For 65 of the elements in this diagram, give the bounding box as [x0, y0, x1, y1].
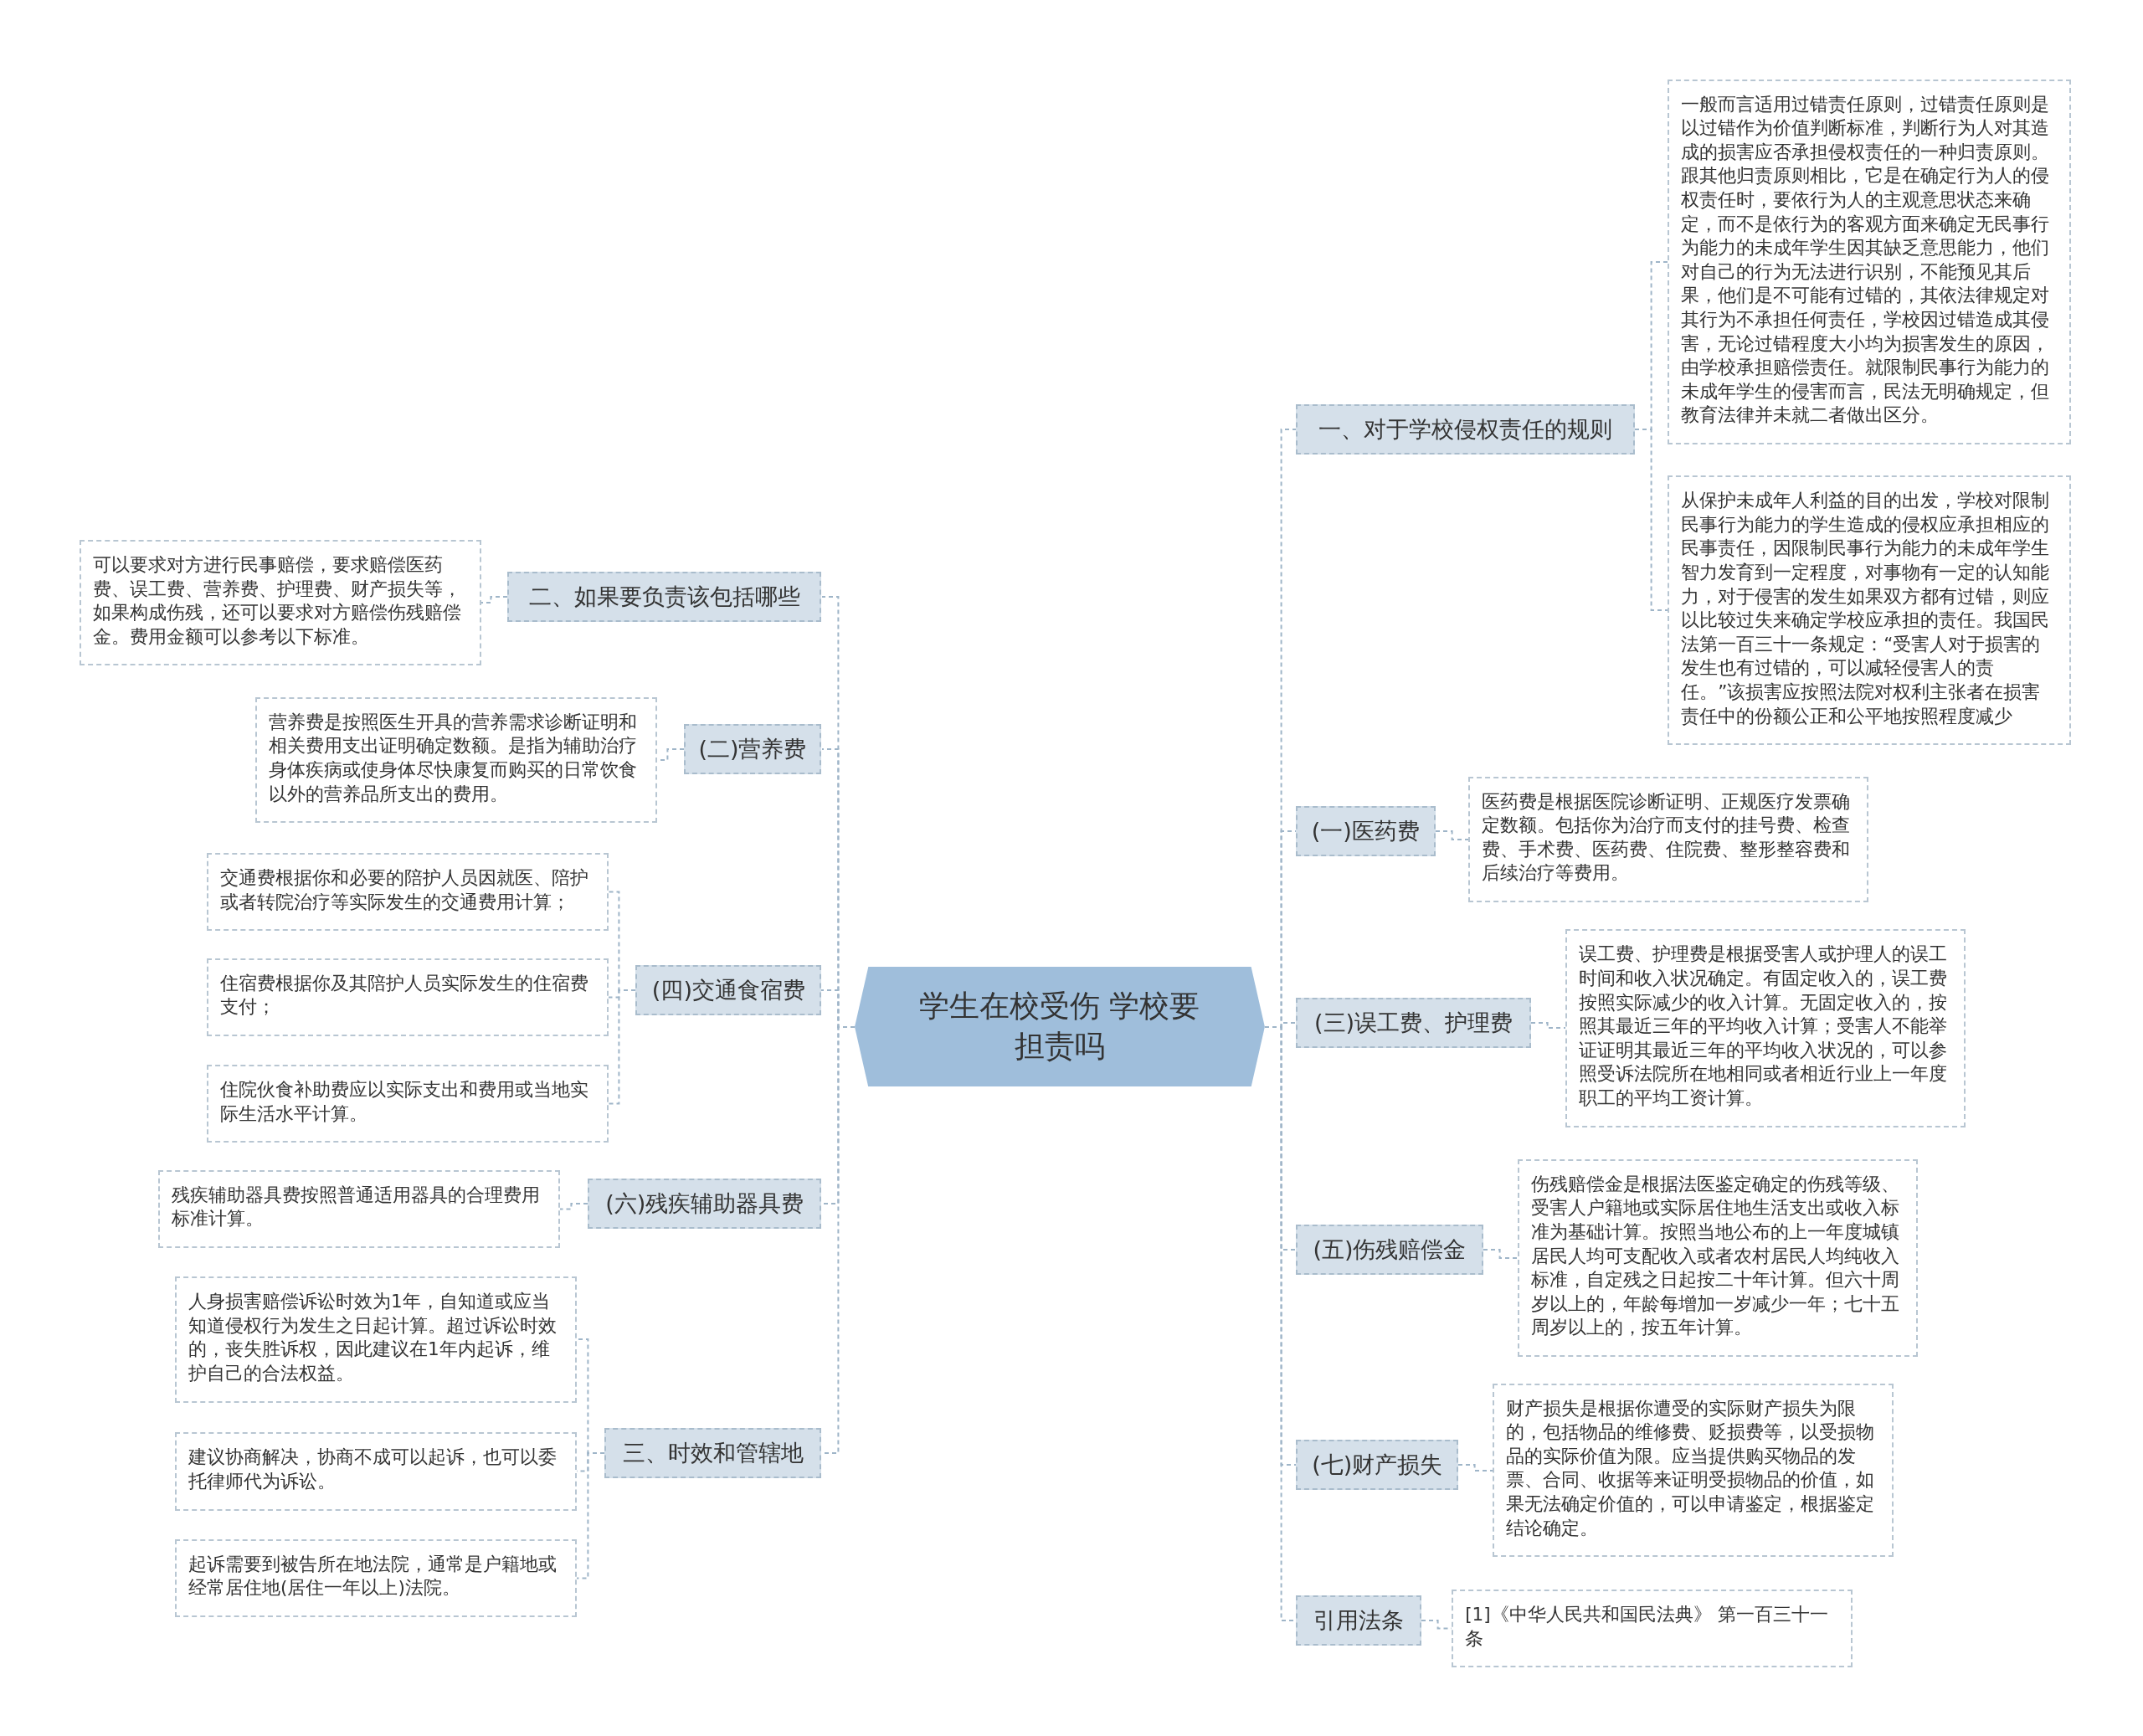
connector-line	[1530, 1022, 1566, 1029]
connector-line	[559, 1203, 588, 1210]
connector-line	[608, 989, 636, 1105]
note-text: 残疾辅助器具费按照普通适用器具的合理费用标准计算。	[172, 1183, 542, 1231]
note-card	[79, 540, 481, 666]
note-card	[1452, 1590, 1853, 1668]
connector-line	[1483, 1249, 1519, 1259]
branch-topic	[635, 964, 822, 1015]
connector-line	[1457, 1464, 1493, 1471]
branch-label: (五)伤残赔偿金	[1312, 1235, 1467, 1265]
branch-label: (六)残疾辅助器具费	[604, 1189, 805, 1218]
branch-label: 引用法条	[1313, 1605, 1406, 1635]
note-card	[175, 1432, 577, 1511]
note-text: 建议协商解决，协商不成可以起诉，也可以委托律师代为诉讼。	[188, 1446, 558, 1493]
note-card	[175, 1276, 577, 1403]
note-card	[1493, 1383, 1894, 1558]
branch-topic	[604, 1428, 822, 1479]
branch-topic	[506, 571, 822, 622]
branch-label: 三、时效和管辖地	[621, 1439, 804, 1468]
note-text: 住院伙食补助费应以实际支出和费用或当地实际生活水平计算。	[219, 1078, 589, 1126]
note-card	[175, 1538, 577, 1617]
branch-label: (七)财产损失	[1311, 1450, 1444, 1479]
connector-line	[481, 596, 508, 603]
note-card	[1668, 475, 2071, 746]
connector-line	[1435, 830, 1469, 840]
note-text: 伤残赔偿金是根据法医鉴定确定的伤残等级、受害人户籍地或实际居住地生活支出或收入标准为基础计算。按照当地公布的上一年度城镇居民人均可支配收入或者农村居民人均纯收入标准，自定残之日起按二十年计算。但六十周岁以上的，年龄每增加一岁减少一年；七十五周岁以上的，按五年计算。	[1530, 1172, 1900, 1340]
note-card	[1467, 776, 1869, 902]
note-card	[158, 1169, 561, 1249]
note-text: 住宿费根据你及其陪护人员实际发生的住宿费支付；	[219, 971, 589, 1020]
branch-label: (一)医药费	[1310, 817, 1421, 846]
note-text: 交通费根据你和必要的陪护人员因就医、陪护或者转院治疗等实际发生的交通费用计算；	[219, 866, 589, 914]
note-text: 从保护未成年人利益的目的出发，学校对限制民事行为能力的学生造成的侵权应承担相应的民事责任，因限制民事行为能力的未成年学生智力发育到一定程度，对事物有一定的认知能力，对于侵害的发生如果双方都有过错，则应以比较过失来确定学校应承担的责任。我国民法第一百三十一条规定：“受害人对于损害的发生也有过错的，可以减轻侵害人的责任。”该损害应按照法院对权利主张者在损害责任中的份额公正和公平地按照程度减少	[1681, 489, 2051, 728]
branch-topic	[1296, 1439, 1459, 1490]
note-card	[1517, 1158, 1918, 1357]
branch-label: 二、如果要负责该包括哪些	[527, 582, 801, 611]
note-text: 一般而言适用过错责任原则，过错责任原则是以过错作为价值判断标准，判断行为人对其造成的损害应否承担侵权责任的一种归责原则。跟其他归责原则相比，它是在确定行为人的侵权责任时，要依行为人的主观意思状态来确定，而不是依行为的客观方面来确定无民事行为能力的未成年学生因其缺乏意思能力，他们对自己的行为无法进行识别，不能预见其后果，他们是不可能有过错的，其依法律规定对其行为不承担任何责任，学校因过错造成其侵害，无论过错程度大小均为损害发生的原因，由学校承担赔偿责任。就限制民事行为能力的未成年学生的侵害而言，民法无明确规定，但教育法律并未就二者做出区分。	[1681, 92, 2051, 428]
branch-topic	[588, 1178, 822, 1229]
branch-topic	[1296, 806, 1436, 857]
branch-topic	[1296, 404, 1636, 455]
branch-topic	[1296, 998, 1531, 1049]
note-card	[206, 1065, 609, 1143]
central-topic	[854, 966, 1265, 1087]
branch-label: (三)误工费、护理费	[1313, 1009, 1514, 1038]
central-topic-text: 学生在校受伤 学校要担责吗	[917, 987, 1201, 1066]
note-card	[1668, 79, 2071, 444]
note-card	[1565, 929, 1966, 1127]
note-text: 起诉需要到被告所在地法院，通常是户籍地或经常居住地(居住一年以上)法院。	[188, 1552, 558, 1600]
note-text: 人身损害赔偿诉讼时效为1年，自知道或应当知道侵权行为发生之日起计算。超过诉讼时效的，丧失胜诉权，因此建议在1年内起诉，维护自己的合法权益。	[188, 1290, 558, 1385]
branch-topic	[683, 724, 822, 775]
note-text: 可以要求对方进行民事赔偿，要求赔偿医药费、误工费、营养费、护理费、财产损失等，如果构成伤残，还可以要求对方赔偿伤残赔偿金。费用金额可以参考以下标准。	[92, 553, 462, 649]
note-text: [1]《中华人民共和国民法典》 第一百三十一条	[1465, 1603, 1829, 1651]
branch-topic	[1296, 1225, 1483, 1276]
note-card	[255, 696, 658, 824]
note-card	[206, 958, 609, 1036]
connector-line	[576, 1452, 605, 1579]
branch-label: 一、对于学校侵权责任的规则	[1318, 415, 1614, 444]
note-text: 财产损失是根据你遭受的实际财产损失为限的，包括物品的维修费、贬损费等，以受损物品的实际价值为限。应当提供购买物品的发票、合同、收据等来证明受损物品的价值，如果无法确定价值的，可以申请鉴定，根据鉴定结论确定。	[1506, 1396, 1876, 1540]
branch-label: (四)交通食宿费	[650, 975, 806, 1004]
note-text: 误工费、护理费是根据受害人或护理人的误工时间和收入状况确定。有固定收入的，误工费按照实际减少的收入计算。无固定收入的，按照其最近三年的平均收入计算；受害人不能举证证明其最近三年的平均收入状况的，可以参照受诉法院所在地相同或者相近行业上一年度职工的平均工资计算。	[1578, 942, 1948, 1110]
note-text: 营养费是按照医生开具的营养需求诊断证明和相关费用支出证明确定数额。是指为辅助治疗身体疾病或使身体尽快康复而购买的日常饮食以外的营养品所支出的费用。	[269, 710, 639, 806]
branch-topic	[1296, 1595, 1422, 1646]
connector-line	[1634, 429, 1668, 611]
branch-label: (二)营养费	[697, 735, 808, 764]
note-text: 医药费是根据医院诊断证明、正规医疗发票确定数额。包括你为治疗而支付的挂号费、检查费、手术费、医药费、住院费、整形整容费和后续治疗等费用。	[1481, 789, 1851, 886]
note-card	[206, 853, 609, 932]
